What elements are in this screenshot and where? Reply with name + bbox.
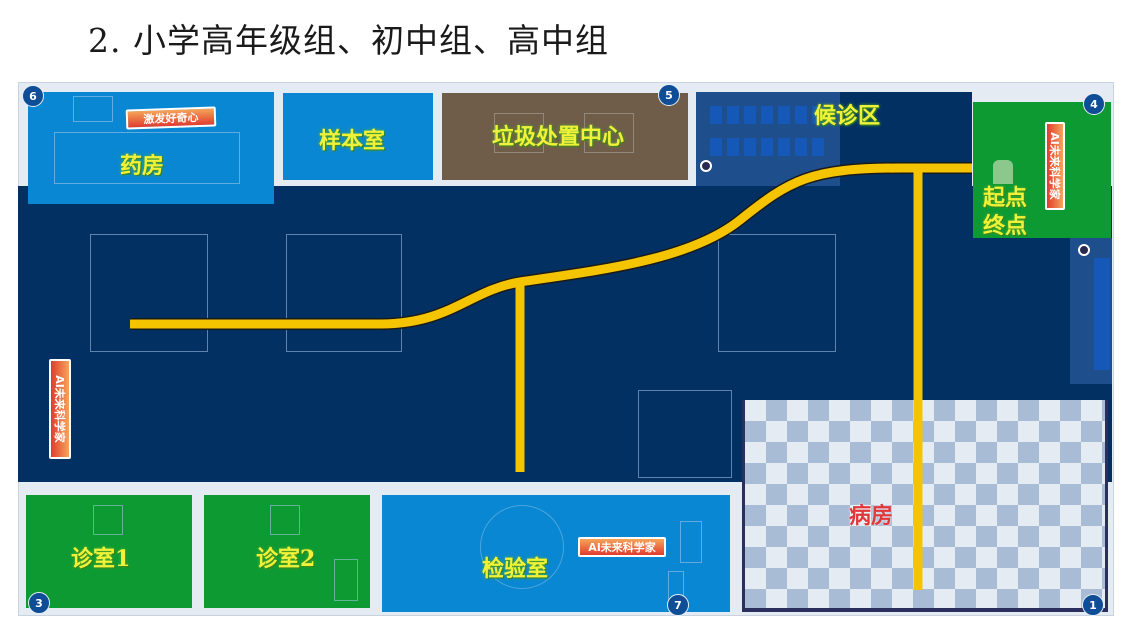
seat [744, 106, 756, 124]
bed-outline [334, 559, 358, 601]
desk-outline [73, 96, 113, 122]
label-clinic-1: 诊室1 [71, 546, 131, 572]
badge-5: 5 [658, 84, 680, 106]
floor-outline [90, 234, 208, 352]
bin-outline [584, 113, 634, 153]
floor-outline [286, 234, 402, 352]
round-table-outline [480, 505, 564, 589]
room-specimen: 样本室 [283, 93, 433, 180]
seat [812, 138, 824, 156]
logo-lab: AI未来科学家 [578, 537, 666, 557]
page-title: 2. 小学高年级组、初中组、高中组 [88, 21, 609, 60]
room-ward: 病房 [742, 400, 1108, 612]
seat-row-2 [710, 138, 828, 156]
seat [727, 138, 739, 156]
desk-outline [93, 505, 123, 535]
desk-outline [270, 505, 300, 535]
seat [795, 106, 807, 124]
marker-dot [700, 160, 712, 172]
floor-outline [718, 234, 836, 352]
bench-outline [680, 521, 702, 563]
room-lab: AI未来科学家 检验室 [382, 495, 730, 612]
counter-outline [54, 132, 240, 184]
label-waste: 垃圾处置中心 [492, 124, 625, 150]
label-ward: 病房 [849, 503, 894, 529]
room-pharmacy: 激发好奇心 药房 [28, 92, 274, 204]
seat [727, 106, 739, 124]
seat [761, 106, 773, 124]
label-clinic-2: 诊室2 [256, 546, 316, 572]
badge-7: 7 [667, 594, 689, 616]
seat [778, 138, 790, 156]
seat [710, 106, 722, 124]
side-seat-column [1094, 258, 1110, 370]
label-end: 终点 [983, 213, 1028, 239]
room-waste: 垃圾处置中心 [442, 93, 688, 180]
seat-row-1 [710, 106, 828, 124]
label-waiting: 候诊区 [814, 103, 881, 129]
label-specimen: 样本室 [319, 128, 386, 154]
badge-3: 3 [28, 592, 50, 614]
bin-outline [494, 113, 544, 153]
seat [744, 138, 756, 156]
floor-outline [638, 390, 732, 478]
label-start: 起点 [983, 185, 1028, 211]
badge-1: 1 [1082, 594, 1104, 616]
seat [710, 138, 722, 156]
label-lab: 检验室 [482, 556, 549, 582]
label-pharmacy: 药房 [120, 153, 165, 179]
marker-dot [1078, 244, 1090, 256]
room-start-end: AI未来科学家 起点 终点 [973, 102, 1111, 239]
seat [812, 106, 824, 124]
seat [778, 106, 790, 124]
room-clinic-1: 诊室1 [26, 495, 192, 608]
badge-4: 4 [1083, 93, 1105, 115]
seat [795, 138, 807, 156]
room-clinic-2: 诊室2 [204, 495, 370, 608]
seat [761, 138, 773, 156]
flag-icon [993, 160, 1013, 184]
side-seating-zone [1070, 238, 1112, 384]
badge-6: 6 [22, 85, 44, 107]
